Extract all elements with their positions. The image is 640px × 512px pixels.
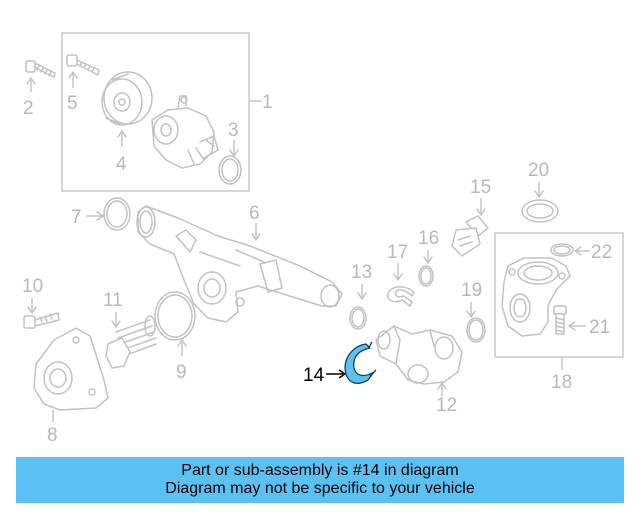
callout-17: 17 — [387, 242, 408, 263]
assembly-1-box — [61, 32, 250, 192]
callout-14: 14 — [303, 365, 325, 386]
callout-1: 1 — [262, 92, 273, 113]
bolt-part-2 — [25, 60, 56, 78]
info-banner: Part or sub-assembly is #14 in diagram D… — [16, 457, 624, 503]
o-ring-part-3 — [218, 155, 242, 185]
assembly-18-box — [494, 232, 624, 358]
callout-8: 8 — [47, 425, 58, 446]
pulley-part-4 — [101, 71, 153, 126]
callout-19: 19 — [461, 280, 482, 301]
o-ring-part-7 — [103, 197, 131, 231]
o-ring-part-22 — [550, 243, 574, 257]
callout-21: 21 — [589, 317, 610, 338]
o-ring-part-19 — [466, 317, 486, 343]
callout-2: 2 — [23, 98, 34, 119]
callout-7: 7 — [71, 207, 82, 228]
o-ring-part-9 — [154, 291, 196, 341]
seal-ring-part-14 — [344, 341, 377, 385]
callout-9: 9 — [176, 362, 187, 383]
banner-line-1: Part or sub-assembly is #14 in diagram — [181, 462, 459, 479]
callout-10: 10 — [22, 276, 43, 297]
callout-15: 15 — [470, 177, 491, 198]
callout-20: 20 — [528, 160, 549, 181]
callout-3: 3 — [228, 120, 239, 141]
callout-11: 11 — [103, 290, 123, 311]
o-ring-part-13 — [349, 306, 367, 330]
callout-5: 5 — [67, 93, 78, 114]
coolant-flange-part-18 — [501, 257, 571, 337]
callout-22: 22 — [591, 242, 612, 263]
spring-part-11 — [105, 315, 157, 369]
callout-4: 4 — [116, 154, 127, 175]
water-pump-body — [151, 95, 219, 169]
callout-16: 16 — [418, 228, 439, 249]
thermostat-housing-part-6 — [136, 205, 343, 323]
clip-part-17 — [386, 286, 415, 307]
bolt-part-5 — [66, 54, 100, 76]
banner-line-2: Diagram may not be specific to your vehi… — [165, 480, 475, 497]
bolt-part-21 — [553, 305, 567, 335]
outlet-fitting-part-12 — [375, 325, 463, 385]
bolt-part-10 — [23, 312, 60, 329]
callout-12: 12 — [436, 395, 457, 416]
callout-6: 6 — [249, 203, 260, 224]
callout-13: 13 — [351, 262, 372, 283]
flange-part-8 — [33, 327, 109, 411]
gasket-part-20 — [521, 199, 559, 223]
o-ring-part-16 — [418, 265, 434, 287]
callout-18: 18 — [551, 372, 572, 393]
temperature-sensor-part-15 — [451, 215, 489, 257]
